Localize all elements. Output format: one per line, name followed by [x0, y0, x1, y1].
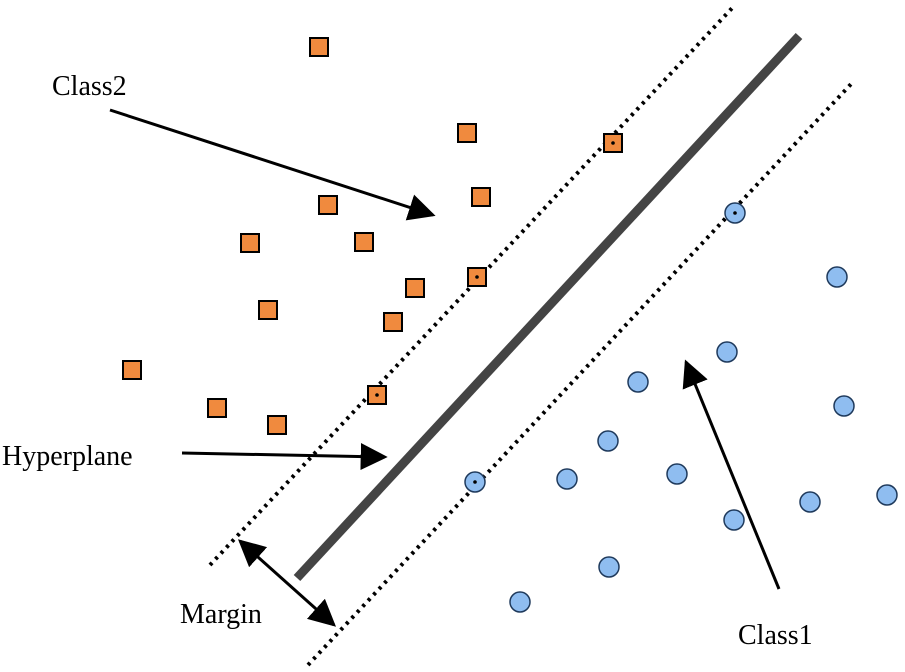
support-vector-dot: [611, 141, 615, 145]
class1-point: [723, 509, 745, 531]
class2-point: [457, 123, 477, 143]
class1-point: [598, 556, 620, 578]
class1-point: [666, 463, 688, 485]
support-vector-dot: [475, 275, 479, 279]
class2-point: [318, 195, 338, 215]
class1-point: [833, 395, 855, 417]
class1-point: [597, 430, 619, 452]
class1-point: [509, 591, 531, 613]
class2-point: [383, 312, 403, 332]
class2-label: Class2: [52, 71, 127, 102]
class1-point: [826, 266, 848, 288]
class2-point: [405, 278, 425, 298]
class1-point: [876, 484, 898, 506]
class2-point: [207, 398, 227, 418]
class1-point: [556, 468, 578, 490]
class1-arrow: [682, 359, 781, 590]
hyperplane-line: [293, 32, 803, 582]
hyperplane-arrow: [181, 443, 388, 471]
support-vector-dot: [375, 393, 379, 397]
class1-label: Class1: [738, 620, 813, 651]
class1-points: [464, 202, 898, 613]
margin-line-class1: [306, 81, 854, 667]
class2-points: [122, 37, 623, 435]
margin-label: Margin: [180, 599, 262, 630]
class2-point: [309, 37, 329, 57]
class2-point: [267, 415, 287, 435]
class2-point: [240, 233, 260, 253]
class1-point: [716, 341, 738, 363]
support-vector-dot: [473, 480, 477, 484]
hyperplane-label: Hyperplane: [2, 441, 133, 472]
class2-point: [258, 300, 278, 320]
class2-point: [354, 232, 374, 252]
class2-point: [122, 360, 142, 380]
class2-point: [471, 187, 491, 207]
margin-arrow: [237, 539, 337, 627]
class2-arrow: [109, 108, 436, 221]
class1-point: [799, 491, 821, 513]
support-vector-dot: [733, 211, 737, 215]
class1-point: [627, 371, 649, 393]
